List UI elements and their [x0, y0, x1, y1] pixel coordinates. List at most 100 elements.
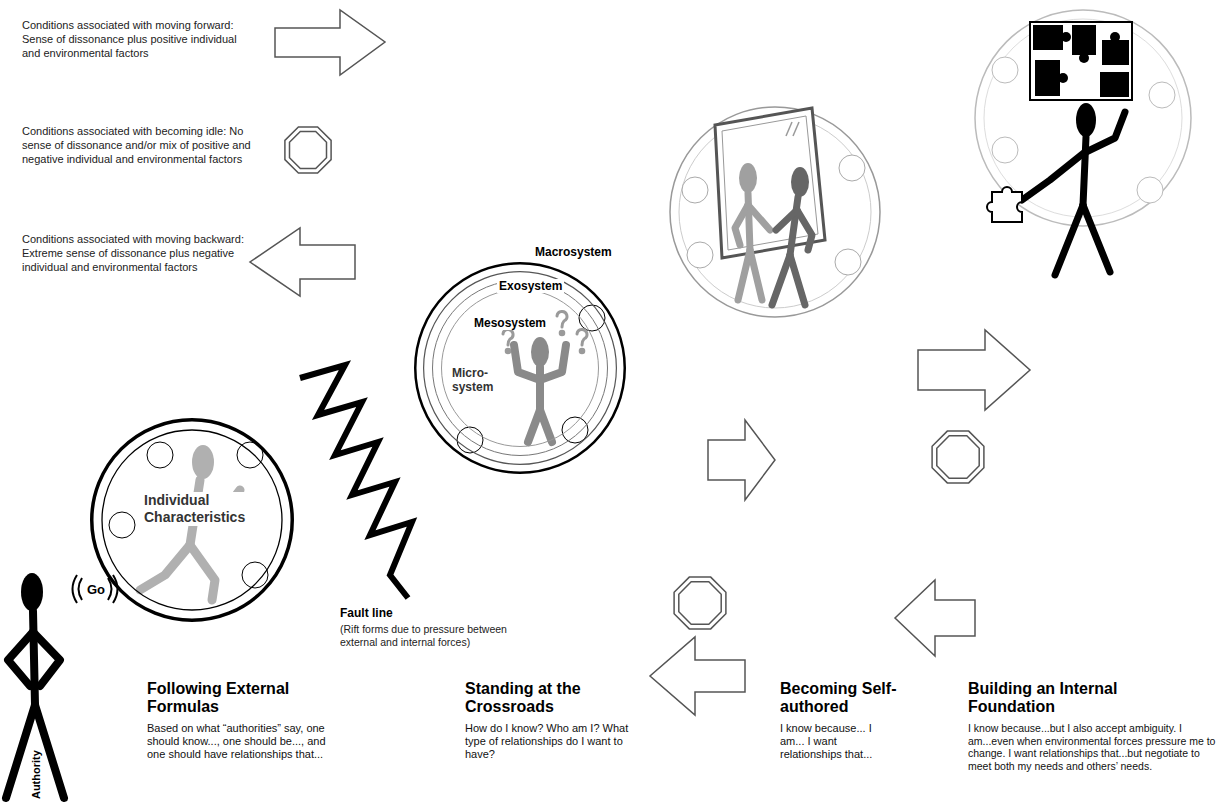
stage-arrow: [674, 577, 726, 629]
stage-heading: Standing at the Crossroads: [465, 680, 625, 717]
mirror-stage: [797, 210, 812, 250]
fault-line: [300, 365, 412, 598]
stage-arrow: [937, 436, 979, 478]
mirror-stage: [735, 205, 748, 245]
puzzle-stage: [992, 137, 1018, 163]
mirror-stage: [786, 122, 792, 136]
circle-outline: [414, 262, 626, 474]
question-mark: [503, 329, 513, 345]
mirror-stage: [772, 255, 790, 305]
mirror-stage: [735, 163, 770, 300]
circle-outline: [92, 420, 293, 621]
puzzle-stage: [1058, 73, 1068, 83]
mirror-stage: [791, 167, 809, 197]
system-label: Micro-system: [450, 366, 504, 395]
stage-heading: Becoming Self-authored: [780, 680, 905, 717]
confused-figure: [540, 345, 566, 380]
question-mark: [580, 349, 584, 353]
puzzle-stage: [1033, 25, 1129, 97]
fault-line-note: (Rift forms due to pressure between exte…: [340, 623, 530, 648]
figure-label: Authority: [29, 750, 42, 799]
circle-outline: [424, 272, 617, 465]
puzzle-stage: [975, 10, 1191, 226]
puzzle-stage: [984, 19, 1182, 217]
question-mark: [577, 329, 587, 345]
system-label: Macrosystem: [533, 245, 614, 259]
signal-waves: [113, 575, 118, 603]
legend-symbol: [275, 10, 385, 75]
legend-symbol: [285, 127, 331, 173]
legend-symbol: [290, 132, 327, 169]
fault-line-label: Fault line: [340, 606, 530, 620]
small-circle: [562, 417, 588, 443]
stage-arrow: [650, 637, 745, 715]
mirror-stage: [776, 210, 797, 230]
mirror-stage: [839, 155, 865, 181]
authority-figure: [21, 573, 43, 611]
legend-text: Conditions associated with moving forwar…: [22, 18, 257, 60]
mirror-stage: [715, 108, 825, 258]
puzzle-stage: [1055, 205, 1083, 275]
puzzle-stage: [1086, 112, 1125, 152]
circle-outline: [442, 290, 599, 447]
circle-outline: [415, 263, 625, 473]
authority-figure: [33, 632, 60, 686]
stage-description: I know because...but I also accept ambig…: [968, 722, 1216, 772]
confused-figure: [536, 367, 544, 410]
legend-symbol: [250, 10, 385, 296]
puzzle-stage: [992, 57, 1018, 83]
authority-figure: [6, 573, 64, 798]
stage-arrow: [708, 420, 775, 500]
running-figure: [140, 545, 190, 590]
stage-heading: Building an Internal Foundation: [968, 680, 1178, 717]
stage-description: How do I know? Who am I? What type of re…: [465, 722, 640, 762]
stage-arrow: [650, 330, 1030, 715]
mirror-stage: [687, 242, 713, 268]
stage-arrow: [679, 582, 721, 624]
small-circle: [109, 512, 135, 538]
mirror-stage: [670, 107, 880, 317]
stage-heading: Following External Formulas: [147, 680, 327, 717]
puzzle-stage: [1110, 32, 1120, 42]
signal-waves: [73, 575, 78, 603]
stage-arrow: [895, 580, 975, 656]
puzzle-stage: [1033, 25, 1063, 50]
system-circle: ExosystemMesosystemMicro-system: [423, 271, 617, 465]
mirror-stage: [738, 250, 750, 300]
signal-waves: [79, 578, 83, 600]
mirror-stage: [670, 107, 880, 317]
mirror-stage: [835, 249, 861, 275]
system-circle: MesosystemMicro-system: [432, 280, 608, 456]
confused-figure: [540, 410, 552, 442]
puzzle-stage: [1022, 152, 1085, 200]
puzzle-stage: [1061, 32, 1071, 42]
mirror-stage: [739, 163, 757, 193]
system-circle: Micro-system: [441, 289, 599, 447]
mirror-stage: [682, 177, 708, 203]
question-mark: [557, 311, 567, 327]
small-circle: [147, 442, 173, 468]
puzzle-stage: [1079, 53, 1089, 63]
puzzle-stage: [1149, 82, 1175, 108]
legend-symbol: [250, 228, 355, 296]
circle-outline: [102, 430, 282, 610]
puzzle-stage: [1030, 22, 1132, 100]
puzzle-stage: [1100, 72, 1129, 97]
puzzle-stage: [1102, 40, 1129, 65]
mirror-stage: [772, 167, 812, 305]
puzzle-stage: [987, 187, 1022, 222]
confused-figure: [514, 345, 540, 380]
stage-description: Based on what “authorities” say, one sho…: [147, 722, 332, 762]
circle-outline: [433, 281, 608, 456]
question-mark: [506, 349, 510, 353]
confused-figure: [531, 337, 549, 367]
mirror-stage: [750, 250, 762, 300]
question-mark: [560, 331, 564, 335]
mirror-stage: [793, 122, 799, 136]
system-circle: MacrosystemExosystemMesosystemMicro-syst…: [414, 262, 626, 474]
stage-arrow: [932, 431, 984, 483]
puzzle-stage: [975, 10, 1191, 275]
system-label: Mesosystem: [472, 316, 548, 330]
puzzle-stage: [1137, 177, 1163, 203]
stage-arrow: [918, 330, 1030, 410]
